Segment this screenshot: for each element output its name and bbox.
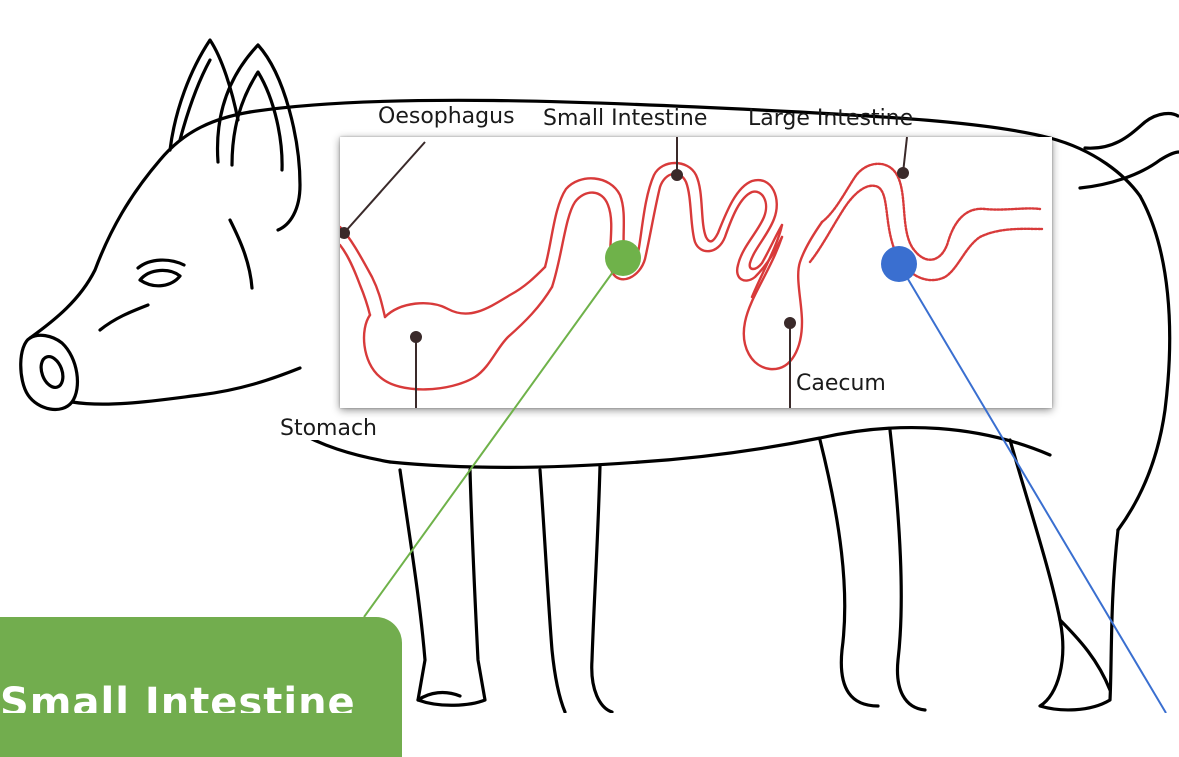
green-marker xyxy=(605,240,641,276)
green-connector xyxy=(364,258,623,617)
diagram-stage: Oesophagus Small Intestine Large Intesti… xyxy=(0,0,1179,713)
connector-lines xyxy=(0,0,1179,713)
callout-text: Small Intestine xyxy=(0,679,402,713)
blue-connector xyxy=(899,264,1166,713)
blue-marker xyxy=(881,246,917,282)
